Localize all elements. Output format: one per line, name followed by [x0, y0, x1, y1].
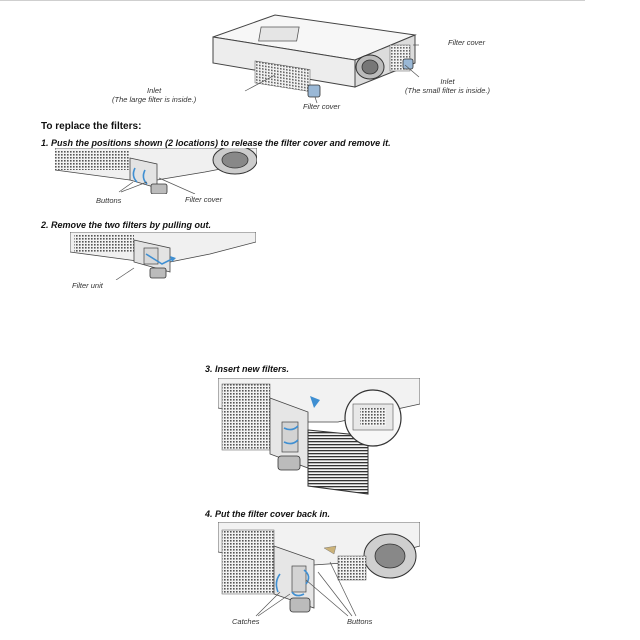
section-title: To replace the filters: — [41, 121, 142, 132]
step-4-text: 4. Put the filter cover back in. — [205, 509, 331, 519]
step-2-label-filter-unit: Filter unit — [72, 281, 103, 290]
step-1-label-buttons: Buttons — [96, 196, 122, 205]
step-1-illustration — [55, 148, 257, 194]
step-1-text: 1. Push the positions shown (2 locations… — [41, 138, 391, 148]
projector-illustration-top — [212, 14, 420, 104]
step-4-label-catches: Catches — [232, 617, 260, 626]
label-inlet-left-line1: Inlet — [147, 86, 162, 95]
label-filter-cover-bottom: Filter cover — [303, 102, 341, 111]
label-inlet-left-line2: (The large filter is inside.) — [112, 94, 197, 104]
label-inlet-right-line1: Inlet — [440, 77, 455, 86]
label-inlet-left: Inlet (The large filter is inside.) — [112, 86, 197, 104]
step-4-illustration — [218, 522, 420, 617]
step-3-text: 3. Insert new filters. — [205, 364, 290, 374]
step-4-label-buttons: Buttons — [347, 617, 373, 626]
label-inlet-right: Inlet (The small filter is inside.) — [405, 77, 491, 95]
top-border-line — [0, 0, 585, 1]
step-2-text: 2. Remove the two filters by pulling out… — [41, 220, 212, 230]
label-filter-cover-top-right: Filter cover — [448, 38, 486, 47]
step-1-label-filter-cover: Filter cover — [185, 195, 223, 204]
step-2-illustration — [70, 232, 256, 280]
step-3-illustration — [218, 378, 420, 495]
label-inlet-right-line2: (The small filter is inside.) — [405, 85, 491, 95]
